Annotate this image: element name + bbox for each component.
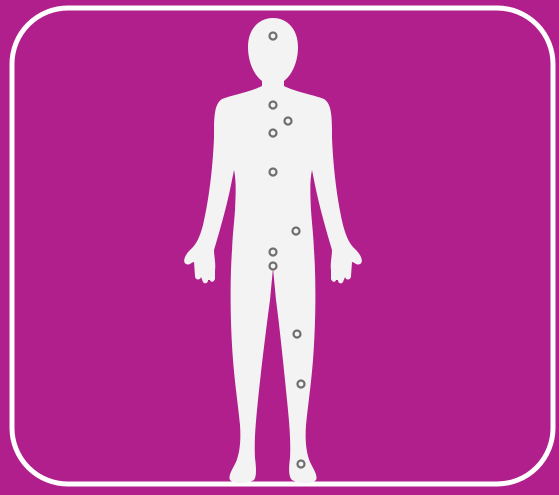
head-shape [248, 18, 298, 90]
human-body-silhouette-icon [184, 18, 362, 483]
right-leg-shape [270, 250, 317, 483]
left-leg-shape [229, 250, 276, 483]
